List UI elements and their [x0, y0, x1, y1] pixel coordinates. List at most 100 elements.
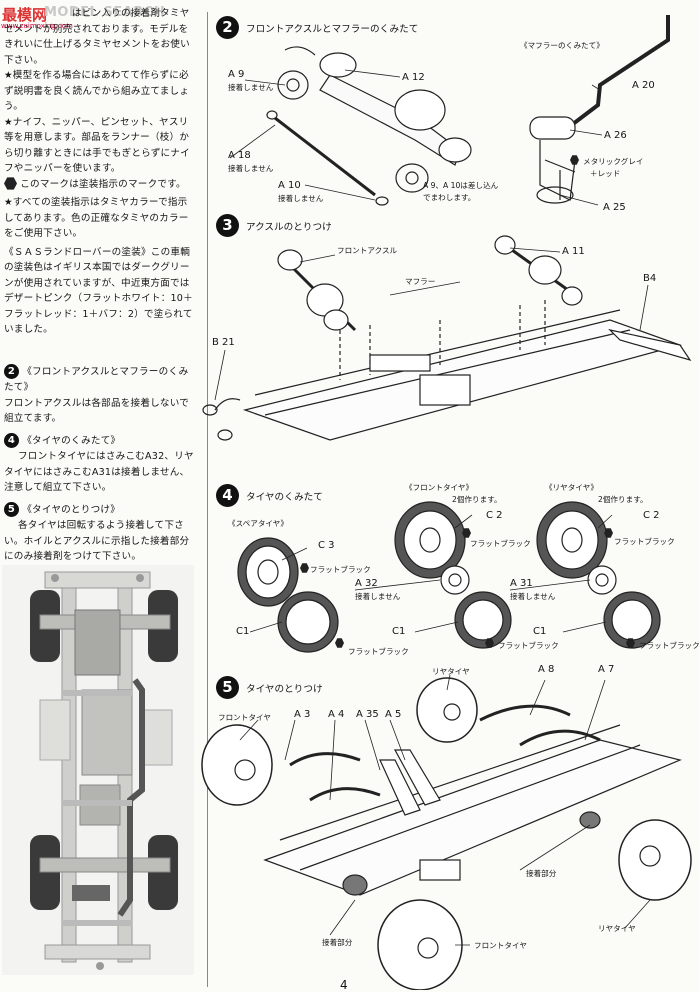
- a18-note: 接着しません: [228, 164, 274, 173]
- note-step-4: 4 《タイヤのくみたて》 フロントタイヤにはさみこむA32、リヤタイヤにはさみこ…: [4, 433, 194, 496]
- label-front-axle: フロントアクスル: [337, 246, 398, 255]
- label-c1-spare: C1: [236, 626, 250, 637]
- intro-text: はビン入りの接着剤タミヤセメントが別売されております。モデルをきれいに仕上げるタ…: [4, 6, 194, 338]
- note-title: 《フロントアクスルとマフラーのくみたて》: [4, 366, 189, 394]
- intro-p6: 《ＳＡＳランドローバーの塗装》この車輌の塗装色はイギリス本国ではダークグリーンが…: [4, 246, 193, 336]
- paint-mark-icon: [335, 638, 344, 648]
- label-front-tire-left: フロントタイヤ: [218, 713, 271, 722]
- left-column: 最模网 MODEL SEARCH www.zuimoxing.com はビン入り…: [0, 0, 196, 990]
- column-divider: [207, 12, 208, 987]
- label-b4: B4: [643, 273, 657, 284]
- paint-color-1: メタリックグレイ: [583, 157, 644, 166]
- label-rear-tire-bottom: リヤタイヤ: [598, 924, 636, 933]
- label-a31: A 31: [510, 578, 533, 589]
- note-body: フロントアクスルは各部品を接着しないで組立てます。: [4, 397, 190, 425]
- label-a7: A 7: [598, 664, 615, 675]
- watermark-brand: MODEL SEARCH: [44, 5, 166, 20]
- watermark: 最模网 MODEL SEARCH www.zuimoxing.com: [0, 2, 196, 30]
- step-2-title: フロントアクスルとマフラーのくみたて: [246, 24, 419, 35]
- front-two-note: 2個作ります。: [452, 495, 502, 504]
- flat-black-2: フラットブラック: [470, 539, 531, 548]
- a9-note: 接着しません: [228, 83, 274, 92]
- paint-mark-icon: [462, 528, 471, 538]
- leader-lines: [214, 69, 651, 946]
- note-title: 《タイヤのくみたて》: [22, 435, 121, 447]
- page-number: 4: [340, 978, 348, 992]
- label-a3: A 3: [294, 709, 311, 720]
- flat-black-1: フラットブラック: [310, 565, 371, 574]
- label-a4: A 4: [328, 709, 345, 720]
- a10-note: 接着しません: [278, 194, 324, 203]
- label-b21: B 21: [212, 337, 235, 348]
- label-c2-front: C 2: [486, 510, 503, 521]
- step-number-badge: 4: [4, 433, 19, 448]
- watermark-logo: 最模网: [2, 6, 48, 24]
- paint-mark-icon: [570, 155, 579, 165]
- tires-drawing: [237, 501, 661, 653]
- intro-p3: ★ナイフ、ニッパー、ピンセット、ヤスリ等を用意します。部品をランナー（枝）から切…: [4, 116, 190, 175]
- label-front-tire: 《フロントタイヤ》: [405, 483, 474, 492]
- label-c1-front: C1: [392, 626, 406, 637]
- label-c3: C 3: [318, 540, 335, 551]
- flat-black-5: フラットブラック: [498, 641, 559, 650]
- note-title: 《タイヤのとりつけ》: [22, 504, 120, 516]
- paint-mark-icon: [4, 177, 17, 190]
- paint-mark-icon: [604, 528, 613, 538]
- note-body: 各タイヤは回転するよう接着して下さい。ホイルとアクスルに示指した接着部分にのみ接…: [4, 520, 190, 562]
- step-4-title: タイヤのくみたて: [246, 492, 323, 503]
- label-a12: A 12: [402, 72, 425, 83]
- step-4-badge: 4: [216, 484, 239, 507]
- muffler-subtitle: 《マフラーのくみたて》: [520, 41, 604, 50]
- muffler-drawing: [529, 15, 670, 204]
- label-muffler: マフラー: [405, 277, 436, 286]
- intro-p2: ★模型を作る場合にはあわてて作らずに必ず説明書を良く読んでから組み立てましょう。: [4, 70, 190, 112]
- paint-color-2: ＋レッド: [590, 169, 621, 178]
- label-a11: A 11: [562, 246, 585, 257]
- label-spare-tire: 《スペアタイヤ》: [228, 519, 288, 528]
- step-5-badge: 5: [216, 676, 239, 699]
- paint-mark-icon: [626, 638, 635, 648]
- label-a8: A 8: [538, 664, 555, 675]
- step-number-badge: 5: [4, 502, 19, 517]
- label-a9: A 9: [228, 69, 245, 80]
- step-number-badge: 2: [4, 364, 19, 379]
- watermark-site: www.zuimoxing.com: [1, 22, 73, 30]
- flat-black-3: フラットブラック: [614, 537, 675, 546]
- note-step-5: 5 《タイヤのとりつけ》 各タイヤは回転するよう接着して下さい。ホイルとアクスル…: [4, 502, 194, 565]
- chassis-axle-drawing: [202, 235, 692, 441]
- front-axle-drawing: [266, 46, 472, 206]
- step-3-title: アクスルのとりつけ: [246, 222, 332, 233]
- label-rear-tire: 《リヤタイヤ》: [545, 483, 598, 492]
- label-a10: A 10: [278, 180, 301, 191]
- note-step-2: 2 《フロントアクスルとマフラーのくみたて》 フロントアクスルは各部品を接着しな…: [4, 364, 194, 427]
- intro-p4-row: このマークは塗装指示のマークです。: [4, 177, 194, 193]
- flat-black-4: フラットブラック: [348, 647, 409, 656]
- label-glue-part-right: 接着部分: [526, 869, 557, 878]
- a31-note: 接着しません: [510, 592, 556, 601]
- a9-a10-note-2: でまわします。: [423, 193, 476, 202]
- label-a18: A 18: [228, 150, 251, 161]
- label-a32: A 32: [355, 578, 378, 589]
- label-a25: A 25: [603, 202, 626, 213]
- a32-note: 接着しません: [355, 592, 401, 601]
- rear-two-note: 2個作ります。: [598, 495, 648, 504]
- label-c1-rear: C1: [533, 626, 547, 637]
- label-c2-rear: C 2: [643, 510, 660, 521]
- label-a35: A 35: [356, 709, 379, 720]
- intro-p5: ★すべての塗装指示はタミヤカラーで指示してあります。色の正確なタミヤのカラーをご…: [4, 197, 189, 239]
- step-3-badge: 3: [216, 214, 239, 237]
- a9-a10-note-1: A 9、A 10は差し込ん: [423, 181, 499, 190]
- label-glue-part-left: 接着部分: [322, 938, 353, 947]
- step-2-badge: 2: [216, 16, 239, 39]
- note-body: フロントタイヤにはさみこむA32、リヤタイヤにはさみこむA31は接着しません、注…: [4, 451, 194, 493]
- tire-mounting-drawing: [201, 677, 692, 990]
- paint-mark-icon: [300, 563, 309, 573]
- label-a5: A 5: [385, 709, 402, 720]
- label-rear-tire-top: リヤタイヤ: [432, 667, 470, 676]
- label-a26: A 26: [604, 130, 627, 141]
- intro-p1: はビン入りの接着剤タミヤセメントが別売されております。モデルをきれいに仕上げるタ…: [4, 8, 190, 66]
- flat-black-6: フラットブラック: [639, 641, 699, 650]
- label-front-tire-bottom: フロントタイヤ: [474, 941, 527, 950]
- paint-mark-icon: [485, 638, 494, 648]
